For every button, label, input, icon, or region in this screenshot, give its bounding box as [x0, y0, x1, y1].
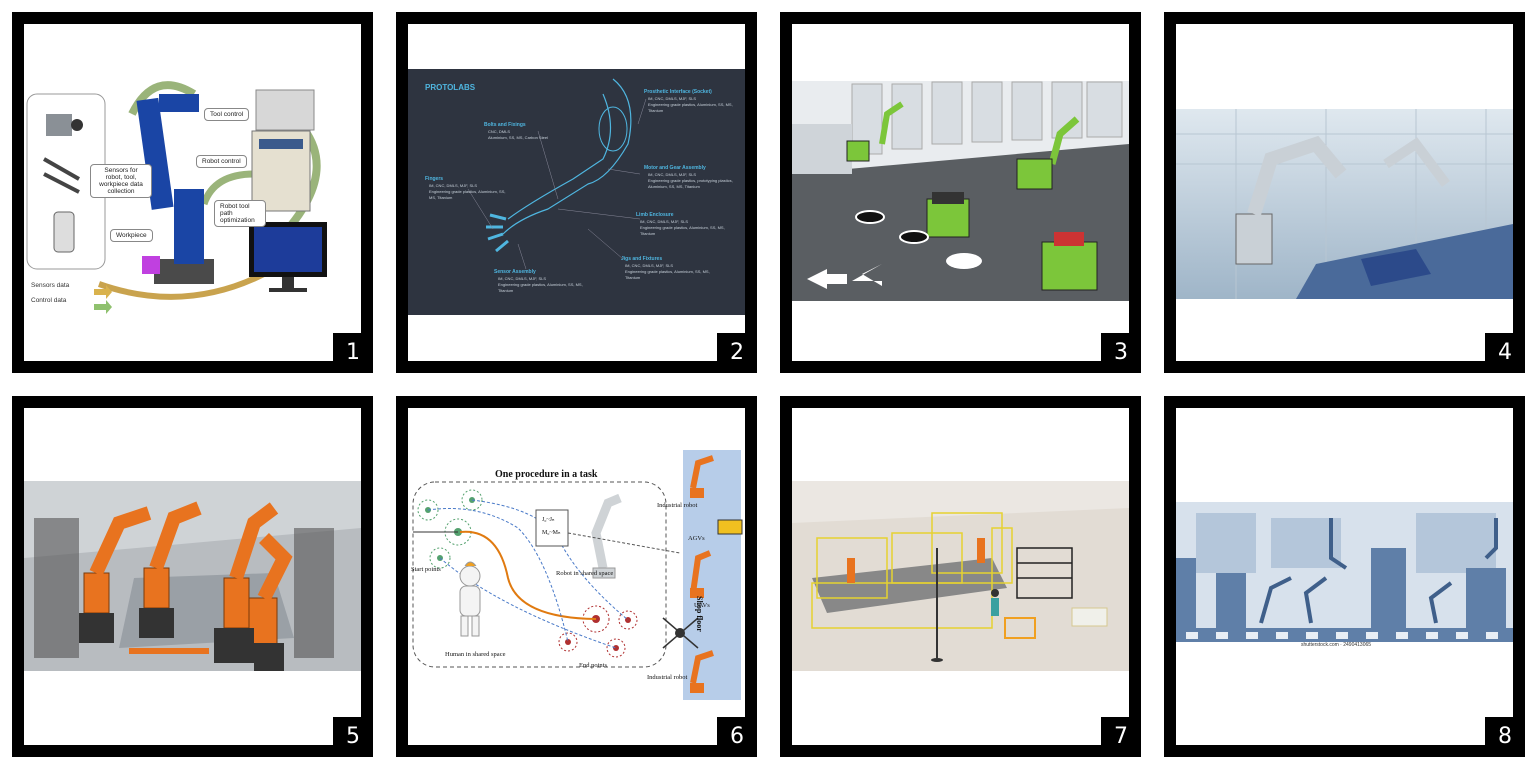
shop-floor-label: Shop floor — [695, 596, 704, 632]
section-title: Fingers — [425, 176, 444, 182]
amr-robot — [926, 198, 970, 238]
sensors-data-legend: Sensors data — [31, 282, 70, 289]
camera-icon — [46, 114, 72, 136]
section-title: Prosthetic Interface (Socket) — [644, 89, 712, 95]
section-title: Bolts and Fixings — [484, 122, 526, 128]
section-title: Motor and Gear Assembly — [644, 165, 706, 171]
tile-number: 6 — [717, 717, 757, 757]
prosthetic-arm-drawing — [467, 78, 647, 270]
start-point-icons — [417, 489, 483, 569]
tile-2[interactable]: PROTOLABS Prosthetic Interface (Socket) … — [396, 12, 757, 373]
vector-robot-arms — [1259, 518, 1498, 624]
end-points-label: End points — [579, 662, 607, 669]
robot-cell-layout-render — [792, 408, 1129, 745]
sensor-cable-icon — [43, 157, 80, 181]
factory-illustration: shutterstock.com · 2490413065 — [1176, 408, 1513, 745]
amr-robot — [1041, 241, 1098, 291]
human-robot-task-diagram: One procedure in a task J₀~Jₙ M₀~Mₙ Star… — [408, 408, 745, 745]
shop-floor-icons — [662, 455, 743, 693]
workpiece-label: Workpiece — [110, 229, 153, 242]
tile-5[interactable]: 5 — [12, 396, 373, 757]
section-title: Sensor Assembly — [494, 269, 536, 275]
industrial-robot-arm — [1235, 135, 1450, 265]
tile-6[interactable]: One procedure in a task J₀~Jₙ M₀~Mₙ Star… — [396, 396, 757, 757]
section-title: Limb Enclosure — [636, 212, 674, 218]
control-data-legend: Control data — [31, 297, 67, 304]
floor-arrow-icon — [807, 269, 847, 289]
tool-control-label: Tool control — [204, 108, 250, 121]
section-title: Jigs and Fixtures — [621, 256, 663, 262]
solar-factory-robot-photo — [1176, 24, 1513, 361]
protolabs-logo: PROTOLABS — [425, 83, 476, 92]
tile-1[interactable]: Tool control Robot control Robot tool pa… — [12, 12, 373, 373]
tile-number: 7 — [1101, 717, 1141, 757]
tile-8[interactable]: shutterstock.com · 2490413065 8 — [1164, 396, 1525, 757]
green-robot-arms — [879, 101, 1080, 165]
cell-layout-7 — [792, 481, 1129, 671]
orange-robots — [83, 501, 293, 649]
agvs-label: AGVs — [688, 535, 705, 542]
tile-number: 5 — [333, 717, 373, 757]
rack — [1016, 547, 1073, 599]
factory-photo-4 — [1176, 109, 1513, 299]
tile-3[interactable]: 3 — [780, 12, 1141, 373]
tile-number: 3 — [1101, 333, 1141, 373]
diagram-1-drawing — [26, 81, 327, 314]
tile-number: 1 — [333, 333, 373, 373]
robot-sensors-diagram: Tool control Robot control Robot tool pa… — [24, 24, 361, 361]
human-shared-label: Human in shared space — [445, 651, 506, 658]
sensors-label: Sensors for robot, tool, workpiece data … — [90, 164, 152, 198]
welding-cell-5 — [24, 481, 361, 671]
tile-number: 8 — [1485, 717, 1525, 757]
robot-shared-label: Robot in shared space — [556, 570, 614, 577]
infographic-background: PROTOLABS Prosthetic Interface (Socket) … — [408, 69, 745, 315]
robot-welding-cell-render — [24, 408, 361, 745]
tile-7[interactable]: 7 — [780, 396, 1141, 757]
start-points-label: Start points — [411, 566, 441, 573]
tile-4[interactable]: 4 — [1164, 12, 1525, 373]
watermark-text: shutterstock.com · 2490413065 — [1301, 642, 1372, 648]
tool-control-box — [255, 89, 315, 131]
formula-motors: M₀~Mₙ — [542, 530, 561, 536]
diagram-title: One procedure in a task — [495, 469, 598, 480]
industrial-robot-bottom-label: Industrial robot — [647, 674, 688, 681]
tracker-icon — [53, 211, 75, 253]
workpiece-cube — [142, 256, 160, 274]
tile-number: 2 — [717, 333, 757, 373]
robot-arm-icon — [591, 493, 622, 579]
tile-number: 4 — [1485, 333, 1525, 373]
task-diagram-6 — [412, 450, 743, 700]
industrial-robot-top-label: Industrial robot — [657, 502, 698, 509]
amr-factory-render — [792, 24, 1129, 361]
protolabs-infographic: PROTOLABS Prosthetic Interface (Socket) … — [408, 24, 745, 361]
path-optimization-label: Robot tool path optimization — [214, 200, 266, 227]
uavs-label: UAVs — [694, 602, 710, 609]
human-figure-icon — [459, 561, 481, 637]
factory-vector-8 — [1176, 502, 1513, 642]
formula-joints: J₀~Jₙ — [542, 517, 555, 523]
factory-render-3 — [792, 81, 1129, 301]
robot-control-label: Robot control — [196, 155, 247, 168]
